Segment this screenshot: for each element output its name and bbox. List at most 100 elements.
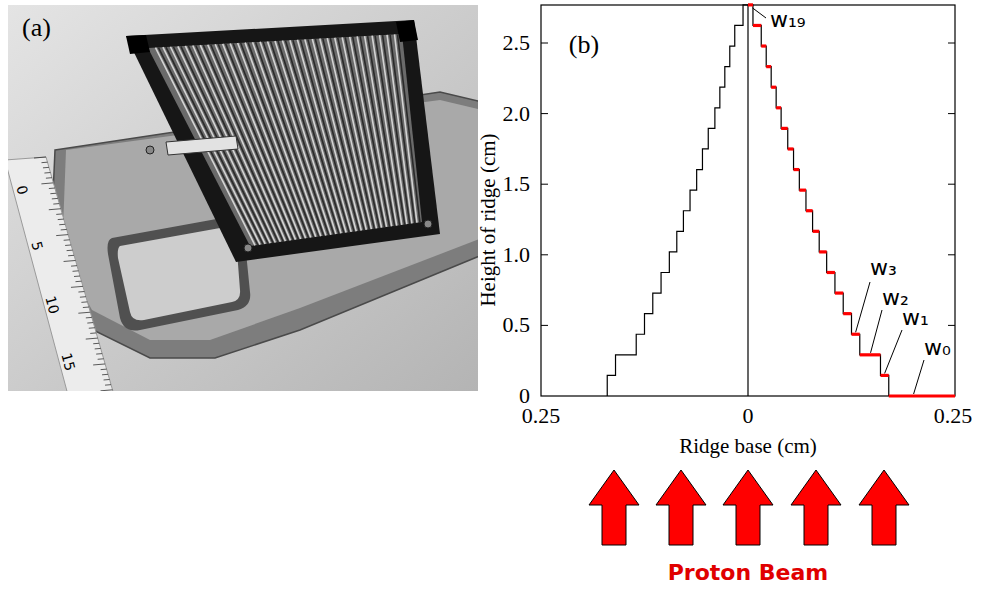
ruler-tick [90,332,96,334]
y-tick [541,113,548,114]
corner-tab [396,20,418,42]
slot-floor [118,228,240,321]
ridge-shadow [166,47,263,244]
ruler-tick [41,162,47,164]
step-width-mark [761,44,766,47]
ruler-tick [50,193,56,195]
tick-label-anchor: 0.25 [522,404,561,427]
step-width-mark [748,3,753,6]
y-tick [948,254,955,255]
ruler-tick [105,384,111,386]
step-width-mark [813,230,820,233]
leader-line [914,360,924,394]
ridge-lines [155,34,419,245]
tick-label-anchor: 1.5 [503,173,531,196]
ruler-tick [67,250,73,252]
screw [424,220,432,228]
step-width-mark [776,106,781,109]
ruler-ticks [34,157,114,391]
step-width-mark [880,374,888,377]
ruler-tick [89,327,95,329]
leader-line [752,8,766,18]
ridge-line [365,36,397,225]
beam-label-anchor: Proton Beam [668,561,829,584]
y-tick [541,43,548,44]
ruler-tick [87,322,93,324]
step-width-mark [781,127,788,130]
ridge-filter-photo [8,5,478,391]
ruler-tick [46,177,52,179]
ridge-shadow [368,36,400,225]
ridge-profile [607,5,748,396]
screw [244,244,252,252]
ruler-tick [95,348,101,350]
ridge-shadow [330,38,374,229]
step-label: w₀ [922,336,953,359]
panel-label: (b) [569,31,599,58]
ruler-tick [74,276,80,278]
screw [146,146,154,154]
step-width-mark [766,65,771,68]
ruler-tick [101,369,107,371]
ridge-shadow [398,34,420,222]
ruler [8,157,114,391]
ruler-number: 15 [59,351,78,372]
ruler-number-anchor: 0 [14,184,30,196]
panel-label-anchor: (b) [569,31,599,58]
ruler-tick [53,203,59,205]
ridge-shadow [226,44,304,239]
ruler-tick [93,343,99,345]
ruler-tick [49,188,55,190]
y-tick [948,184,955,185]
ruler-tick [52,198,58,200]
ruler-number: 0 [14,184,30,196]
leader-line [885,330,902,373]
beam-arrow [656,470,706,545]
step-width-mark [835,291,843,294]
step-label-anchor: w₁₉ [768,8,808,31]
proton-beam-arrows [589,470,909,545]
ruler-tick [56,235,68,236]
center-line [747,5,748,396]
filter-frame [126,20,440,262]
ruler-tick [93,364,105,365]
ruler-tick [71,265,77,267]
ridge-shadow [390,35,415,224]
ridge-shadow [323,39,370,230]
y-tick [541,184,548,185]
corner-tab [126,35,150,54]
tick-label: 0.25 [934,404,973,427]
panel-label: (a) [22,14,51,41]
ridge-area [148,34,422,246]
tick-label-anchor: 0.25 [934,404,973,427]
plot-frame [541,5,955,396]
step-width-mark [819,250,826,253]
ruler-tick [78,312,90,313]
ruler-number-anchor: 15 [59,351,78,372]
tick-label: 1.0 [503,243,531,266]
ruler-tick [75,281,81,283]
beam-arrow [723,470,773,545]
tick-label: 1.5 [503,173,531,196]
y-tick [948,43,955,44]
ruler-number: 10 [43,294,62,315]
ruler-tick [43,167,49,169]
ruler-tick [44,172,50,174]
ruler-tick [86,338,98,339]
ridge-profile [748,5,889,396]
tick-label: 0 [743,404,754,427]
step-label-anchor: w₁ [900,306,931,329]
ruler-tick [65,244,71,246]
step-width-mark [771,86,776,89]
leader-line [871,310,882,353]
ridge-shadow [285,41,344,234]
step-width-mark [753,24,761,27]
ruler-number-anchor: 10 [43,294,62,315]
y-tick [948,325,955,326]
ruler-tick [102,374,108,376]
step-width-mark [827,271,835,274]
leader-line [856,282,870,332]
ruler-tick [104,379,110,381]
ruler-tick [41,183,53,184]
ruler-tick [61,229,67,231]
